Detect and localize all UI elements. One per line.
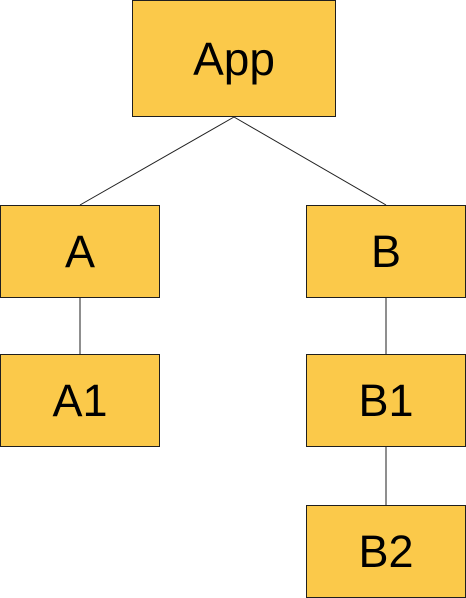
node-app: App: [132, 0, 336, 117]
node-a1: A1: [0, 354, 160, 447]
node-b: B: [306, 205, 466, 298]
node-b2: B2: [306, 505, 466, 598]
edge-app-a: [79, 116, 235, 206]
edge-app-b: [233, 116, 387, 206]
node-b1: B1: [306, 354, 466, 447]
node-a: A: [0, 205, 160, 298]
